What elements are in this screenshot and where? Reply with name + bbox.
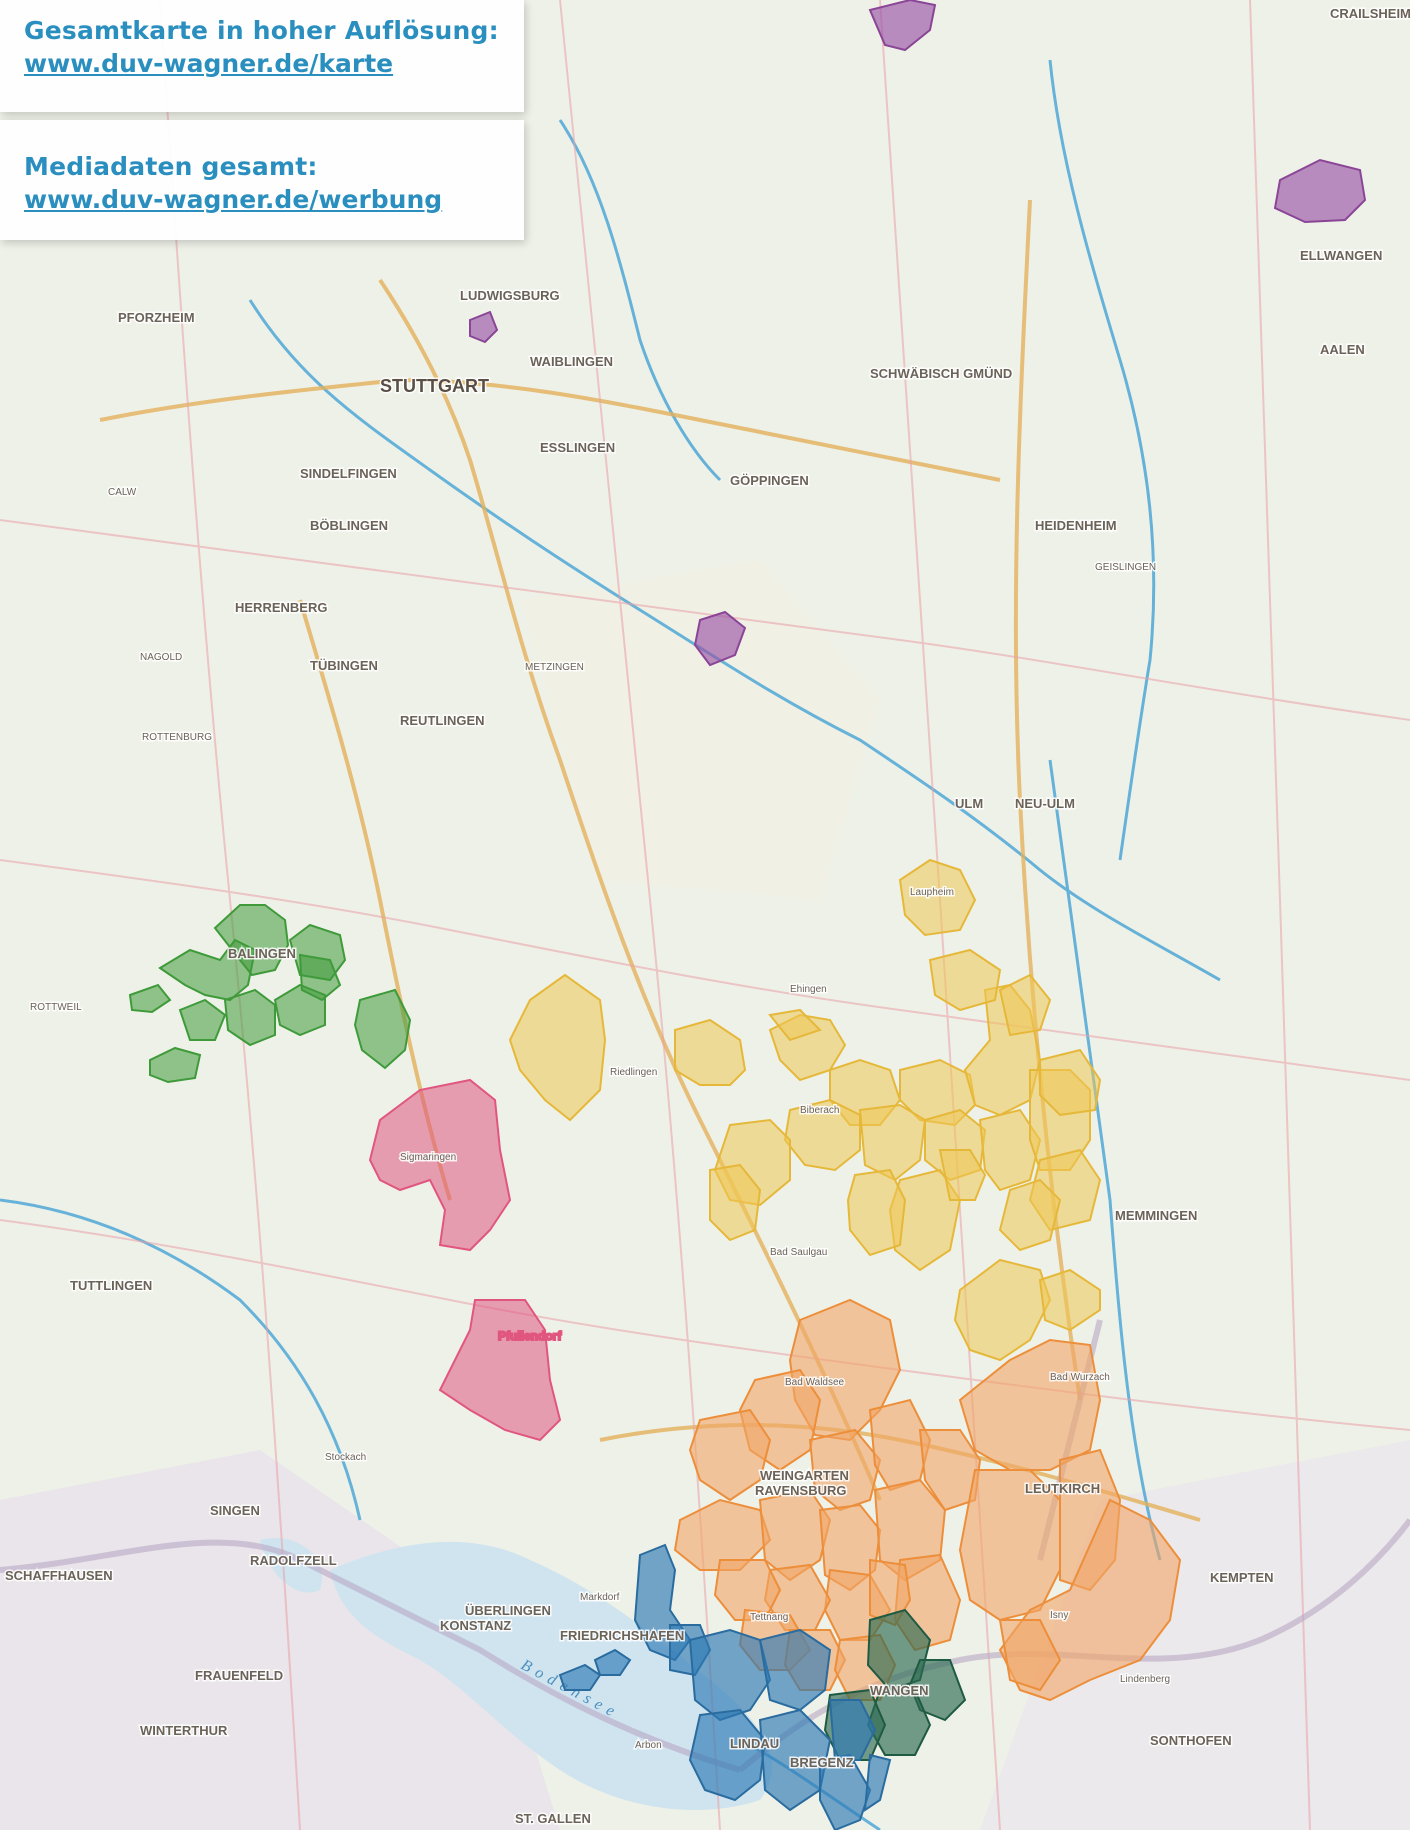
city-label: ST. GALLEN xyxy=(515,1811,591,1826)
city-label: GEISLINGEN xyxy=(1095,562,1156,573)
city-label: RAVENSBURG xyxy=(755,1483,847,1498)
region-blue[interactable] xyxy=(558,1543,892,1830)
city-label: STUTTGART xyxy=(380,376,489,396)
city-label: HEIDENHEIM xyxy=(1035,518,1117,533)
region-pink[interactable]: Pfullendorf xyxy=(368,1078,563,1442)
city-label: Markdorf xyxy=(580,1592,620,1603)
city-label: SINDELFINGEN xyxy=(300,466,397,481)
region-purple[interactable] xyxy=(469,0,1367,667)
info-panel-werbung: Mediadaten gesamt: www.duv-wagner.de/wer… xyxy=(0,120,524,240)
panel-heading-werbung: Mediadaten gesamt: xyxy=(24,152,318,181)
city-label: Biberach xyxy=(800,1105,839,1116)
city-label: TUTTLINGEN xyxy=(70,1278,152,1293)
city-label: CRAILSHEIM xyxy=(1330,6,1410,21)
city-label: ROTTENBURG xyxy=(142,732,212,743)
city-label: HERRENBERG xyxy=(235,600,327,615)
city-label: KONSTANZ xyxy=(440,1618,511,1633)
region-green[interactable] xyxy=(128,904,412,1084)
city-label: WEINGARTEN xyxy=(760,1468,849,1483)
city-label: Sigmaringen xyxy=(400,1152,456,1163)
city-label: LINDAU xyxy=(730,1736,779,1751)
city-label: Laupheim xyxy=(910,887,954,898)
city-label: WAIBLINGEN xyxy=(530,354,613,369)
city-label: SONTHOFEN xyxy=(1150,1733,1232,1748)
city-label: ELLWANGEN xyxy=(1300,248,1382,263)
city-label: SINGEN xyxy=(210,1503,260,1518)
city-label: SCHAFFHAUSEN xyxy=(5,1568,113,1583)
city-label: NAGOLD xyxy=(140,652,182,663)
link-karte[interactable]: www.duv-wagner.de/karte xyxy=(24,49,394,78)
city-label: Bad Saulgau xyxy=(770,1247,827,1258)
city-label: Lindenberg xyxy=(1120,1674,1170,1685)
city-label: AALEN xyxy=(1320,342,1365,357)
city-label: BÖBLINGEN xyxy=(310,518,388,533)
region-label-pfullendorf: Pfullendorf xyxy=(498,1329,562,1343)
city-label: Tettnang xyxy=(750,1612,788,1623)
city-label: ULM xyxy=(955,796,983,811)
city-label: MEMMINGEN xyxy=(1115,1208,1197,1223)
city-label: ESSLINGEN xyxy=(540,440,615,455)
panel-heading-karte: Gesamtkarte in hoher Auflösung: xyxy=(24,16,499,45)
city-label: WANGEN xyxy=(870,1683,929,1698)
city-label: TÜBINGEN xyxy=(310,658,378,673)
city-label: ROTTWEIL xyxy=(30,1002,82,1013)
city-label: Riedlingen xyxy=(610,1067,657,1078)
city-labels: STUTTGART PFORZHEIM CRAILSHEIM ELLWANGEN AAL… xyxy=(4,5,1410,1828)
city-label: RADOLFZELL xyxy=(250,1553,337,1568)
city-label: CALW xyxy=(108,487,137,498)
info-panel-karte: Gesamtkarte in hoher Auflösung: www.duv-… xyxy=(0,0,524,112)
city-label: LEUTKIRCH xyxy=(1025,1481,1100,1496)
city-label: NEU-ULM xyxy=(1015,796,1075,811)
city-label: BREGENZ xyxy=(790,1755,854,1770)
city-label: Ehingen xyxy=(790,984,827,995)
city-label: WINTERTHUR xyxy=(140,1723,228,1738)
city-label: FRAUENFELD xyxy=(195,1668,283,1683)
city-label: METZINGEN xyxy=(525,662,584,673)
region-orange[interactable] xyxy=(673,1298,1182,1702)
city-label: Bad Wurzach xyxy=(1050,1372,1110,1383)
city-label: KEMPTEN xyxy=(1210,1570,1274,1585)
region-yellow[interactable] xyxy=(508,858,1102,1362)
city-label: Bad Waldsee xyxy=(785,1377,845,1388)
city-label: PFORZHEIM xyxy=(118,310,195,325)
city-label: LUDWIGSBURG xyxy=(460,288,560,303)
city-label: BALINGEN xyxy=(228,946,296,961)
city-label: Isny xyxy=(1050,1610,1068,1621)
city-label: FRIEDRICHSHAFEN xyxy=(560,1628,684,1643)
city-label: GÖPPINGEN xyxy=(730,473,809,488)
link-werbung[interactable]: www.duv-wagner.de/werbung xyxy=(24,185,443,214)
city-label: REUTLINGEN xyxy=(400,713,485,728)
city-label: Arbon xyxy=(635,1740,662,1751)
city-label: Stockach xyxy=(325,1452,366,1463)
city-label: ÜBERLINGEN xyxy=(465,1603,551,1618)
city-label: SCHWÄBISCH GMÜND xyxy=(870,366,1012,381)
